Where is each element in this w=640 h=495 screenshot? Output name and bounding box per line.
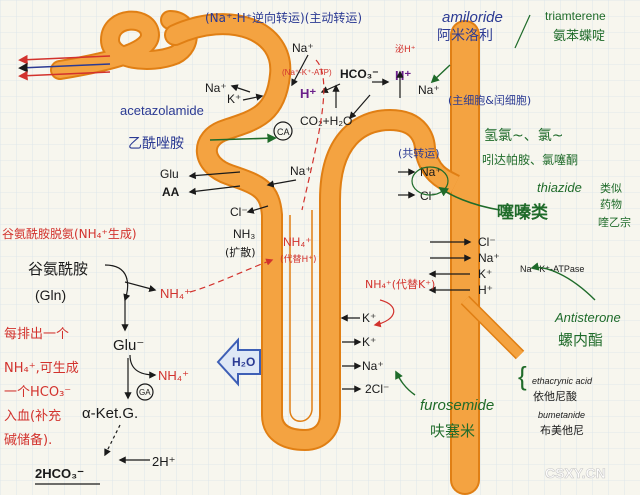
exchange-note: (代替H⁺) [280,253,317,265]
thiazide-label: thiazide [537,180,582,195]
thiazide-cn-3: 喹乙宗 [598,215,631,229]
chlor-title: 氢氯~、氯~ [484,128,563,144]
acetazolamide-label: acetazolamide [120,103,204,118]
hco3-label: HCO₃⁻ [340,67,379,81]
triamterene-cn-label: 氨苯蝶啶 [553,29,605,44]
h-plus-distal: H⁺ [395,68,411,83]
k2-label: K⁺ [362,335,376,349]
nh4-b-label: NH₄⁺ [158,368,189,383]
thiazide-class-label: 噻嗪类 [497,202,549,223]
aa-label: AA [162,185,180,199]
k-left-label: K⁺ [227,92,241,106]
cl-distal: Cl⁻ [478,235,496,249]
co2-h2o-label: CO₂+H₂O [300,114,352,128]
secretion-dashed-arrow [301,59,325,211]
header-divider [514,14,531,49]
na-distal: Na⁺ [478,251,500,265]
antisterone-arrow [530,262,596,301]
na-left-label: Na⁺ [205,81,227,95]
note-line1: 每排出一个 [4,326,69,342]
bumetanide-cn-label: 布美他尼 [540,424,584,437]
triamterene-label: triamterene [545,9,606,23]
h-distal: H⁺ [478,283,493,297]
furosemide-arrow [395,370,416,396]
na-top-label: Na⁺ [292,41,314,55]
ca-badge-circle [273,121,293,141]
cotransport-label: (共转运) [398,146,440,160]
bumetanide-label: bumetanide [538,410,585,420]
acetazolamide-arrow [209,133,277,144]
ethacrynic-label: ethacrynic acid [532,376,593,386]
gln-label: (Gln) [35,287,66,303]
glu-minus-label: Glu⁻ [113,337,144,354]
note-line4: 入血(补充 [4,408,61,424]
nh4-k-label: NH₄⁺(代替K⁺) [365,277,435,291]
cl-label: Cl⁻ [230,205,248,219]
k1-label: K⁺ [362,311,376,325]
note-line2: NH₄⁺,可生成 [4,361,79,376]
cotransport-ring [411,166,449,196]
k-distal: K⁺ [478,267,492,281]
amiloride-label: amiloride [442,9,503,26]
akg-label: α-Ket.G. [82,405,138,422]
water-label: H₂O [232,355,255,369]
furosemide-cn-label: 呋塞米 [430,422,475,440]
cl2-label: 2Cl⁻ [365,382,389,396]
nh4-exchange-label: NH₄⁺ [283,235,312,249]
glomerulus-flow-arrows [18,54,111,81]
thiazide-arrow [438,186,501,211]
thiazide-cn-2: 药物 [600,197,622,211]
secretion-red-label: 泌H⁺ [395,43,416,55]
nh4-a-label: NH₄⁺ [160,286,191,301]
na-k-atpase-label: Na⁺-K⁺-ATPase [520,264,584,274]
cell-type-label: (主细胞&闰细胞) [448,93,531,107]
amiloride-cn-label: 阿米洛利 [437,28,493,44]
cl-cotransport: Cl⁻ [420,189,438,203]
diffusion-label: (扩散) [225,245,256,259]
h-plus-proximal: H⁺ [300,86,316,101]
ethacrynic-cn-label: 依他尼酸 [533,389,577,403]
acetazolamide-cn-label: 乙酰唑胺 [128,136,184,152]
furosemide-label: furosemide [420,397,494,414]
na-loop-label: Na⁺ [362,359,384,373]
na-k-atp-label: (Na⁺-K⁺-ATP) [282,68,332,77]
note-line3: 一个HCO₃⁻ [4,385,71,400]
watermark: CSXY.CN [545,465,606,481]
ca-badge: CA [277,127,290,137]
two-h-label: 2H⁺ [152,454,175,469]
ga-badge-circle [136,383,154,401]
na-mid-label: Na⁺ [290,164,312,178]
water-arrow: H₂O [216,337,261,387]
nh3-label: NH₃ [233,227,255,241]
antisterone-cn-label: 螺内酯 [558,331,603,349]
na-cotransport: Na⁺ [420,165,442,179]
antiport-title: (Na⁺-H⁺逆向转运)(主动转运) [205,10,362,25]
chlor-line2: 吲达帕胺、氯噻酮 [482,152,578,167]
na-plus-distal: Na⁺ [418,83,440,97]
note-line5: 碱储备). [4,432,52,448]
glu-label: Glu [160,167,179,181]
ga-badge: GA [139,388,151,397]
two-hco3-label: 2HCO₃⁻ [35,466,84,481]
antisterone-label: Antisterone [554,310,621,325]
glutamine-label: 谷氨酰胺 [28,260,88,278]
thiazide-cn-1: 类似 [600,181,622,195]
deamination-title: 谷氨酰胺脱氨(NH₄⁺生成) [2,226,137,241]
drug-brace: { [518,361,527,391]
